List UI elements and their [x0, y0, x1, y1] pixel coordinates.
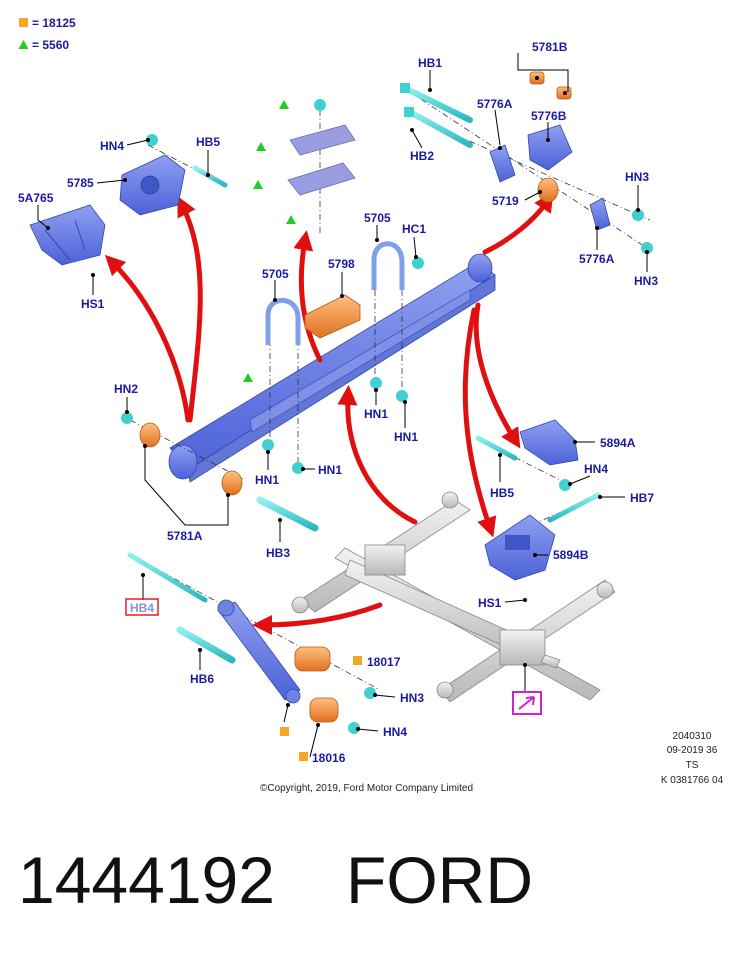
label-hn1-d: HN1 — [318, 463, 342, 477]
meta-line-4: K 0381766 04 — [661, 775, 724, 786]
arrow-icon — [518, 696, 535, 710]
assembly-arrows — [104, 191, 554, 635]
part-labels: HB1 HB2 5781B 5776A 5776B 5719 HN3 5776A… — [18, 40, 658, 765]
brand-name: FORD — [346, 843, 533, 917]
meta-line-2: 09-2019 36 — [667, 745, 718, 756]
bushing-18017 — [294, 646, 331, 672]
bushings-5781a — [139, 422, 243, 496]
rear-axle-frame — [291, 491, 616, 703]
label-5785: 5785 — [67, 176, 94, 190]
u-bolts — [265, 241, 405, 345]
bushing-18016 — [309, 697, 339, 723]
label-18017: 18017 — [367, 655, 401, 669]
label-hs1-right: HS1 — [478, 596, 502, 610]
leader-lines — [37, 53, 649, 758]
label-hb5-right: HB5 — [490, 486, 514, 500]
label-5894b: 5894B — [553, 548, 589, 562]
shackle-5776a-bottom — [589, 197, 611, 231]
label-hn1-b: HN1 — [394, 430, 418, 444]
meta-line-3: TS — [686, 760, 699, 771]
meta-line-1: 2040310 — [673, 731, 712, 742]
label-18016: 18016 — [312, 751, 346, 765]
label-hn3-right: HN3 — [625, 170, 649, 184]
label-hn2: HN2 — [114, 382, 138, 396]
label-5894a: 5894A — [600, 436, 636, 450]
magenta-highlight-box — [512, 691, 542, 715]
label-hb3: HB3 — [266, 546, 290, 560]
label-5776b: 5776B — [531, 109, 567, 123]
label-hn4-top: HN4 — [100, 139, 124, 153]
bracket-5776b — [527, 124, 573, 171]
leaf-spring — [168, 253, 496, 483]
label-5781a: 5781A — [167, 529, 203, 543]
label-5776a-bottom: 5776A — [579, 252, 615, 266]
label-5705-left: 5705 — [262, 267, 289, 281]
spec-markers — [243, 100, 362, 761]
legend-square-icon — [19, 18, 28, 27]
legend-triangle-text: = 5560 — [32, 38, 69, 52]
label-hn3-right-bottom: HN3 — [634, 274, 658, 288]
label-5798: 5798 — [328, 257, 355, 271]
label-5719: 5719 — [492, 194, 519, 208]
label-hb4: HB4 — [130, 601, 154, 615]
bracket-5894b — [484, 514, 556, 581]
bolts — [90, 83, 601, 664]
label-hn1-a: HN1 — [364, 407, 388, 421]
bracket-5a765 — [29, 204, 106, 266]
alignment-lines — [129, 91, 651, 691]
label-hn4-bottom: HN4 — [383, 725, 407, 739]
shackle-5776a-top — [489, 144, 516, 183]
label-5705-mid: 5705 — [364, 211, 391, 225]
label-5781b: 5781B — [532, 40, 568, 54]
bracket-5894a — [519, 419, 579, 466]
spacer-plates — [287, 124, 356, 196]
label-hb1: HB1 — [418, 56, 442, 70]
drawing-meta: 2040310 09-2019 36 TS K 0381766 04 — [661, 731, 724, 786]
label-hn4-right: HN4 — [584, 462, 608, 476]
nuts — [121, 99, 653, 734]
label-hb5-top: HB5 — [196, 135, 220, 149]
legend-triangle-icon — [18, 40, 29, 49]
label-hc1: HC1 — [402, 222, 426, 236]
label-hb7: HB7 — [630, 491, 654, 505]
part-number: 1444192 — [18, 843, 275, 917]
label-hn1-c: HN1 — [255, 473, 279, 487]
spacer-5798 — [304, 294, 361, 339]
hb4-highlight-box — [125, 598, 159, 616]
legend: = 18125 = 5560 — [18, 16, 76, 52]
shock-absorber — [217, 599, 301, 704]
label-5776a-top: 5776A — [477, 97, 513, 111]
legend-square-text: = 18125 — [32, 16, 76, 30]
bushing-5719 — [537, 177, 559, 203]
bracket-5785 — [119, 154, 186, 216]
label-hs1-left: HS1 — [81, 297, 105, 311]
copyright-text: ©Copyright, 2019, Ford Motor Company Lim… — [260, 783, 473, 794]
label-hb2: HB2 — [410, 149, 434, 163]
label-5a765: 5A765 — [18, 191, 54, 205]
label-hn3-bottom: HN3 — [400, 691, 424, 705]
label-hb6: HB6 — [190, 672, 214, 686]
